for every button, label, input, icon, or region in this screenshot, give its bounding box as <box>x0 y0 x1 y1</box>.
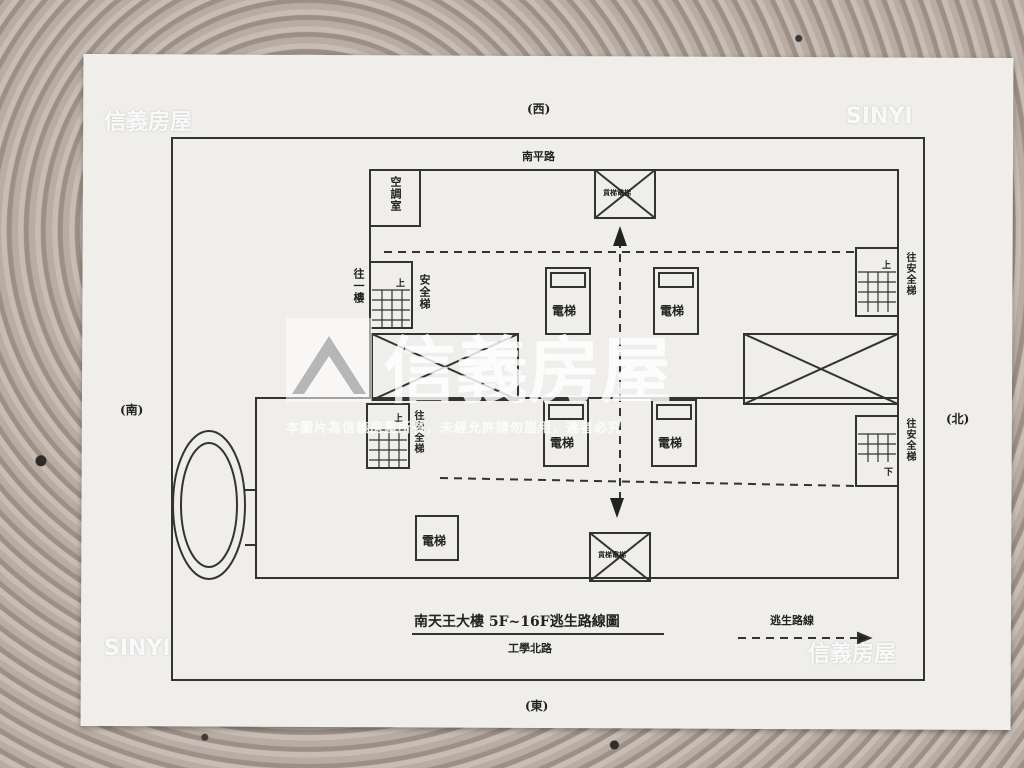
oval-inner <box>180 442 238 568</box>
watermark-brand-cn: 信義房屋 <box>808 642 897 667</box>
watermark-brand-en: SINYI <box>104 636 171 661</box>
freight-elevator-label: 貨梯電梯 <box>603 188 631 197</box>
ac-room-box <box>369 169 421 227</box>
to-safety-stairs-label: 往安全梯 <box>412 410 423 454</box>
watermark-center-brand: 信義房屋 <box>384 329 673 413</box>
stairs-left-top <box>369 261 413 329</box>
oval-outer <box>172 430 246 580</box>
to-safety-stairs-label: 往安全梯 <box>904 418 915 462</box>
stairs-left-bottom <box>366 403 410 469</box>
to-first-floor-label: 往一樓 <box>352 268 365 304</box>
lower-block <box>255 397 899 579</box>
elevator-box <box>415 515 459 561</box>
freight-elevator-label: 貨梯電梯 <box>598 550 626 559</box>
down-label: 下 <box>884 468 894 478</box>
elevator-box <box>545 267 591 335</box>
plan-title: 南天王大樓 5F~16F逃生路線圖 <box>414 614 620 630</box>
watermark-notice: 本圖片為信義房屋所有，未經允許請勿盜用，違者必究 <box>286 421 623 436</box>
escape-route-lines <box>384 240 857 505</box>
void-right <box>743 333 899 405</box>
safety-stairs-label: 安全梯 <box>418 274 431 310</box>
outer-frame <box>171 137 925 681</box>
road-bottom-label: 工學北路 <box>508 642 552 655</box>
to-safety-stairs-label: 往安全梯 <box>904 252 915 296</box>
road-top-label: 南平路 <box>522 150 555 163</box>
arrow-down <box>610 498 624 518</box>
legend-label: 逃生路線 <box>770 614 814 627</box>
stairs-right-bottom <box>855 415 899 487</box>
elevator-label: 電梯 <box>422 534 447 548</box>
stairs-right-top <box>855 247 899 317</box>
direction-west: (西) <box>527 102 551 116</box>
watermark-brand-en: SINYI <box>846 104 913 129</box>
elevator-box <box>543 399 589 467</box>
up-label: 上 <box>394 414 404 424</box>
freight-elevator-bottom <box>589 532 651 582</box>
elevator-label: 電梯 <box>550 436 575 450</box>
elevator-label: 電梯 <box>660 304 685 318</box>
freight-elevator-top <box>594 169 656 219</box>
elevator-label: 電梯 <box>658 436 683 450</box>
up-label: 上 <box>396 279 406 289</box>
elevator-box <box>653 267 699 335</box>
up-label: 上 <box>882 261 892 271</box>
watermark-brand-cn: 信義房屋 <box>104 110 193 135</box>
elevator-label: 電梯 <box>552 304 577 318</box>
elevator-box <box>651 399 697 467</box>
direction-north: (北) <box>946 412 970 426</box>
direction-south: (南) <box>120 403 144 417</box>
ac-room-label: 空調室 <box>389 176 402 212</box>
arrow-up <box>613 226 627 246</box>
direction-east: (東) <box>525 699 549 713</box>
